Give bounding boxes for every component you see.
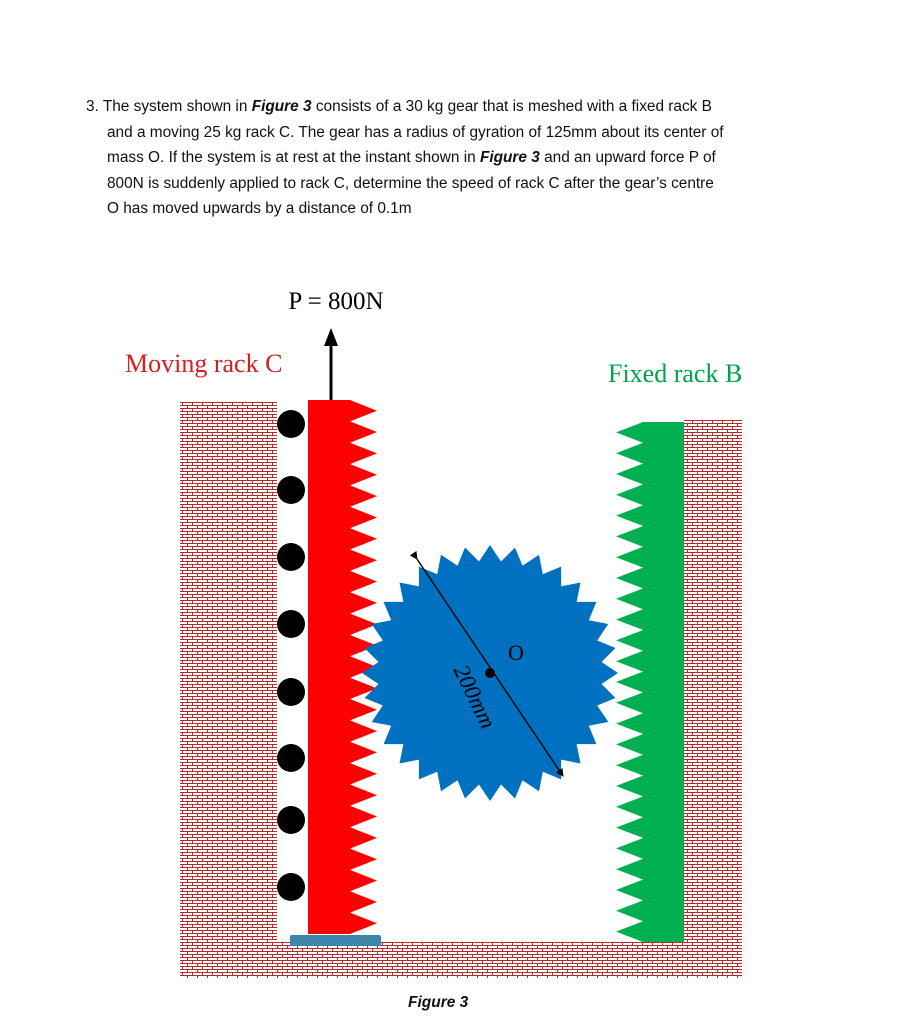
problem-line-1: 3. The system shown in Figure 3 consists…: [86, 98, 712, 115]
force-arrow-head: [324, 328, 338, 346]
problem-number: 3.: [86, 98, 99, 115]
left-wall: [180, 402, 277, 942]
problem-line-4: 800N is suddenly applied to rack C, dete…: [107, 174, 714, 192]
figure-reference: Figure 3: [251, 98, 312, 115]
roller: [277, 410, 305, 438]
fixed-rack-label: Fixed rack B: [608, 359, 742, 388]
roller: [277, 610, 305, 638]
problem-line-5: O has moved upwards by a distance of 0.1…: [107, 200, 412, 218]
figure-reference: Figure 3: [479, 149, 540, 167]
roller: [277, 806, 305, 834]
roller-supports: [277, 410, 305, 901]
problem-statement: 3. The system shown in Figure 3 consists…: [86, 94, 816, 222]
roller: [277, 543, 305, 571]
ground: [180, 942, 742, 978]
roller: [277, 873, 305, 901]
right-wall: [684, 420, 742, 942]
base-plate: [290, 935, 381, 946]
problem-line-2: and a moving 25 kg rack C. The gear has …: [107, 123, 724, 141]
roller: [277, 476, 305, 504]
fixed-rack-b: [616, 422, 684, 942]
diameter-dimension-line: [409, 550, 564, 777]
moving-rack-label: Moving rack C: [125, 349, 282, 378]
roller: [277, 744, 305, 772]
roller: [277, 678, 305, 706]
center-label: O: [508, 640, 524, 665]
moving-rack-c: [308, 400, 377, 934]
problem-line-3: mass O. If the system is at rest at the …: [107, 149, 716, 167]
force-label: P = 800N: [288, 288, 383, 315]
figure-caption: Figure 3: [408, 994, 469, 1011]
